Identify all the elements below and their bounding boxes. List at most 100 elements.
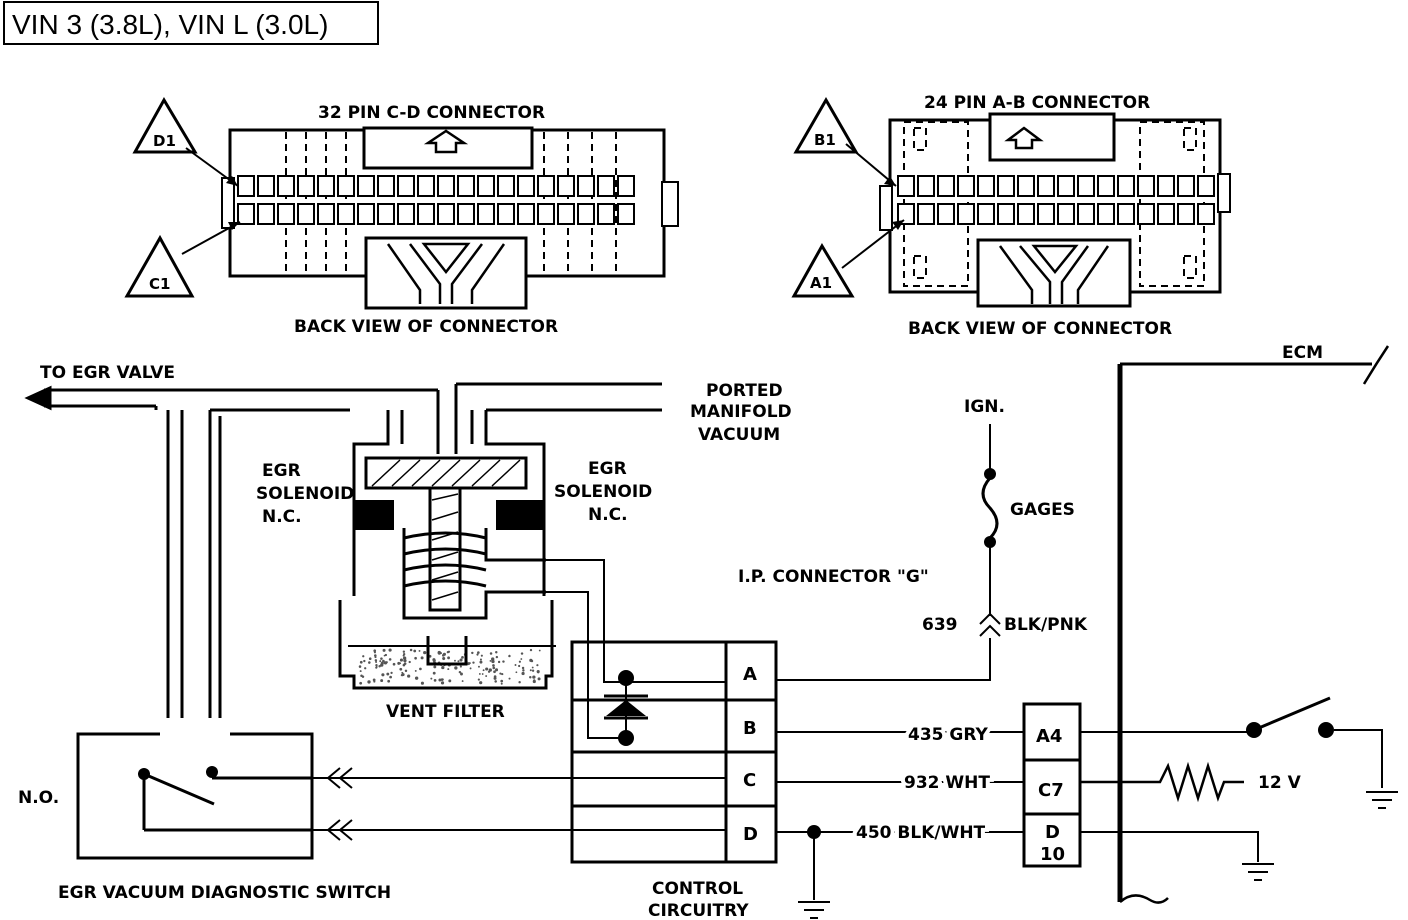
- vent-filter-dot: [529, 658, 533, 662]
- vent-filter-dot: [491, 659, 495, 664]
- vent-filter-dot: [457, 660, 460, 663]
- vent-filter-dot: [500, 679, 504, 683]
- vent-filter-dot: [520, 652, 524, 655]
- vent-filter-dot: [374, 654, 377, 657]
- connector-pin: [537, 203, 555, 225]
- connector-pin: [1057, 203, 1075, 225]
- vent-filter-dot: [362, 655, 365, 658]
- vent-filter-dot: [381, 673, 385, 677]
- vent-filter-dot: [478, 673, 481, 675]
- control-pin-d: D: [743, 824, 758, 845]
- vent-filter-dot: [388, 658, 392, 661]
- connector-pin: [937, 203, 955, 225]
- connector-pin: [257, 175, 275, 197]
- vent-filter-dot: [469, 667, 472, 670]
- vent-filter-dot: [518, 681, 521, 684]
- connector-pin: [497, 203, 515, 225]
- vent-filter-dot: [437, 650, 441, 655]
- vent-filter-dot: [430, 677, 433, 680]
- switch-state-label: N.O.: [18, 788, 59, 808]
- vent-filter-dot: [380, 679, 384, 682]
- connector-pin: [1117, 203, 1135, 225]
- connector-pin: [437, 175, 455, 197]
- ecm-pin-d: D: [1045, 822, 1060, 843]
- vent-filter-dot: [399, 659, 403, 662]
- connector-pin: [597, 203, 615, 225]
- vent-filter-dot: [414, 676, 419, 680]
- connector-pin: [277, 203, 295, 225]
- connector-ab-caption: BACK VIEW OF CONNECTOR: [908, 319, 1172, 339]
- connector-ab-pin-top: B1: [814, 131, 836, 149]
- connector-pin: [277, 175, 295, 197]
- vent-filter-dot: [399, 662, 402, 665]
- vent-filter-dot: [373, 649, 377, 653]
- connector-pin: [1197, 175, 1215, 197]
- vent-filter-dot: [446, 650, 450, 654]
- connector-pin: [1097, 203, 1115, 225]
- vent-filter-dot: [432, 671, 436, 675]
- vent-filter-dot: [477, 651, 480, 654]
- connector-ab-pins: [897, 175, 1215, 225]
- connector-pin: [897, 175, 915, 197]
- vent-filter-dot: [532, 675, 536, 679]
- vent-filter-dot: [364, 667, 367, 670]
- vent-filter-dot: [533, 679, 536, 682]
- connector-pin: [577, 175, 595, 197]
- connector-pin: [557, 203, 575, 225]
- vent-filter-dot: [520, 658, 523, 660]
- egr-vacuum-diagnostic-switch: N.O. EGR VACUUM DIAGNOSTIC SWITCH: [18, 718, 391, 903]
- vent-filter-dot: [433, 665, 437, 669]
- connector-cd-pin-top: D1: [153, 132, 176, 150]
- vent-filter-dot: [419, 667, 422, 671]
- vent-filter-dot: [459, 658, 463, 662]
- vent-filter-dot: [359, 660, 363, 664]
- connector-pin: [557, 175, 575, 197]
- switch-wiring: [312, 767, 726, 841]
- vent-filter-dot: [493, 676, 497, 680]
- connector-pin: [317, 175, 335, 197]
- ecm-pin-10: 10: [1040, 844, 1065, 865]
- wire-c-label: 932 WHT: [904, 773, 990, 793]
- vent-filter-dot: [489, 652, 493, 655]
- vent-filter-dot: [461, 680, 464, 682]
- connector-pin: [1177, 203, 1195, 225]
- vent-filter-dot: [375, 661, 378, 663]
- control-pin-c: C: [743, 770, 756, 791]
- vent-filter-dot: [413, 649, 417, 653]
- vent-filter-dot: [359, 681, 363, 685]
- connector-pin: [1037, 203, 1055, 225]
- vent-filter-dot: [438, 678, 442, 682]
- connector-cd-name: 32 PIN C-D CONNECTOR: [318, 103, 545, 123]
- connector-pin: [1097, 175, 1115, 197]
- connector-pin: [917, 203, 935, 225]
- solenoid-right-label-2: SOLENOID: [554, 482, 652, 502]
- ign-label: IGN.: [964, 397, 1005, 417]
- connector-pin: [457, 175, 475, 197]
- connector-pin: [417, 203, 435, 225]
- vacuum-label-2: MANIFOLD: [690, 402, 792, 422]
- vent-filter-dot: [382, 659, 385, 663]
- vent-filter-dot: [508, 677, 511, 680]
- vent-filter-dot: [472, 661, 475, 664]
- connector-pin: [397, 175, 415, 197]
- vent-filter-dot: [518, 664, 521, 668]
- vent-filter-dot: [441, 678, 444, 681]
- solenoid-left-label-3: N.C.: [262, 507, 302, 527]
- connector-pin: [597, 175, 615, 197]
- vent-filter-dot: [537, 677, 541, 681]
- ecm-label: ECM: [1282, 343, 1323, 363]
- connector-pin: [957, 175, 975, 197]
- vent-filter-dot: [420, 656, 424, 660]
- vent-filter-dot: [500, 682, 503, 685]
- connector-pin: [1137, 175, 1155, 197]
- vent-filter-dot: [491, 657, 495, 661]
- connector-pin: [517, 203, 535, 225]
- connector-pin: [997, 203, 1015, 225]
- connector-pin: [297, 203, 315, 225]
- vent-filter-dot: [363, 659, 366, 663]
- vent-filter-dot: [375, 664, 378, 667]
- connector-pin: [237, 203, 255, 225]
- ecm-pin-c7: C7: [1038, 780, 1064, 801]
- circuit-639-label: 639: [922, 615, 958, 635]
- vent-filter-dot: [529, 669, 532, 672]
